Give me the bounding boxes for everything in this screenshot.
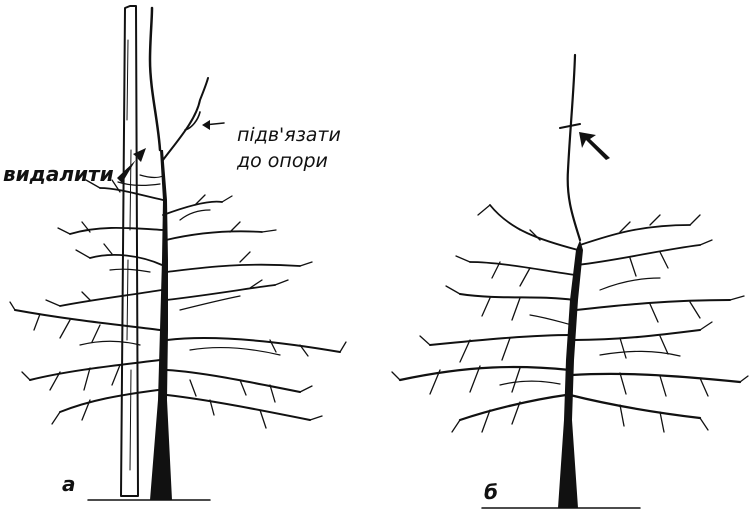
- panel-label-b: б: [484, 480, 498, 504]
- cut-arrow: [579, 132, 610, 160]
- trunk-a: [150, 150, 172, 500]
- label-tie-line1: підв'язати: [237, 124, 341, 146]
- remove-arrow: [117, 148, 146, 183]
- label-tie-line2: до опори: [236, 150, 328, 172]
- leader-to-remove: [150, 8, 160, 150]
- shoot-to-tie: [163, 78, 208, 160]
- support-stake: [121, 6, 138, 496]
- tree-a: видалити підв'язати до опори а: [3, 6, 346, 500]
- panel-label-a: а: [62, 472, 76, 496]
- leader-b: [568, 55, 580, 240]
- tree-b: б: [392, 55, 748, 508]
- label-remove: видалити: [3, 162, 114, 186]
